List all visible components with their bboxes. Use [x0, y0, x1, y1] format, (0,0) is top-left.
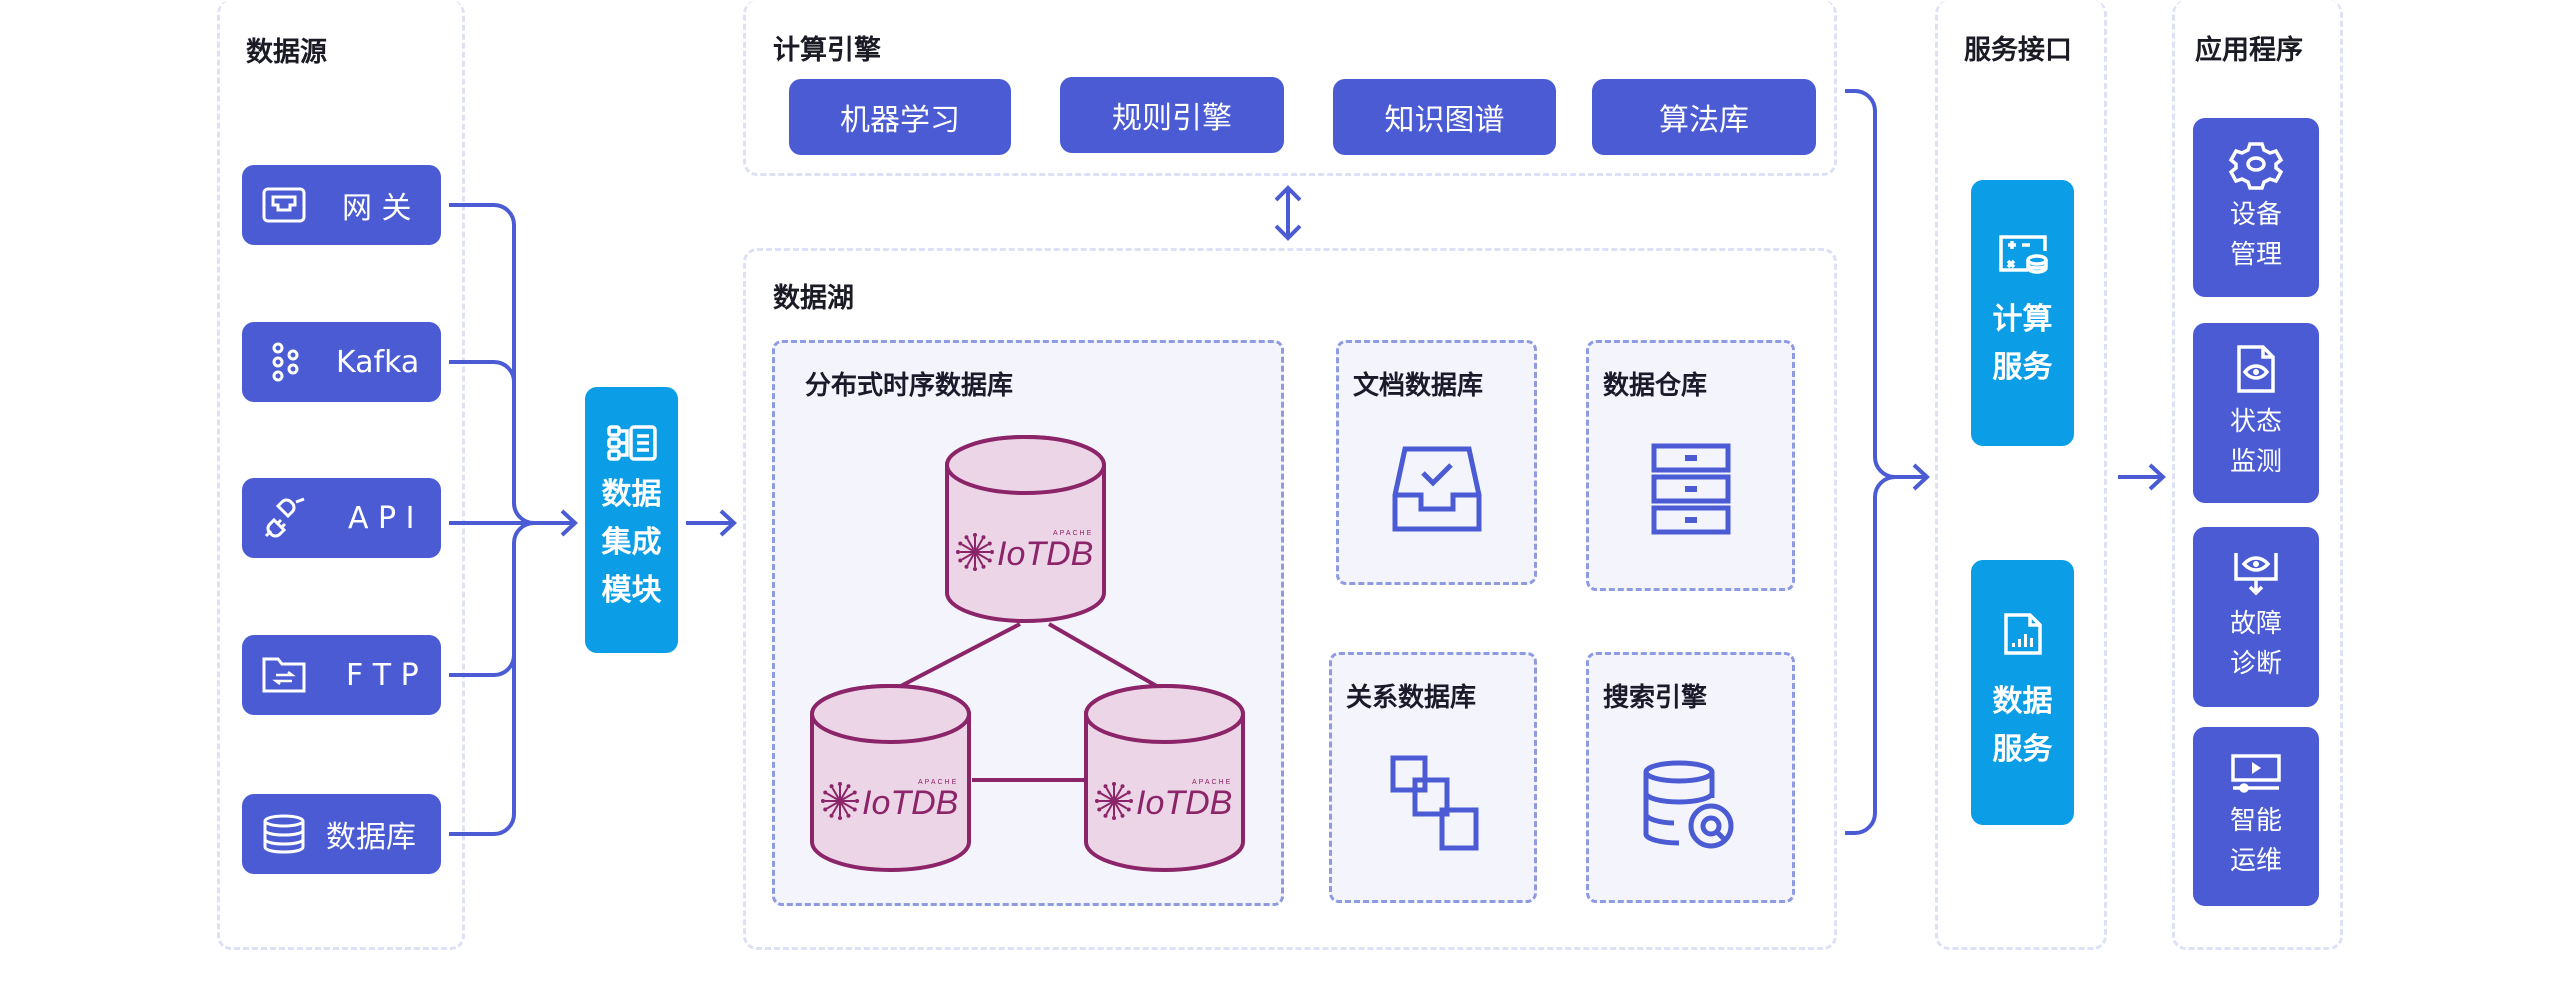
service-data[interactable]: 数据 服务 [1971, 560, 2074, 825]
app-label-1: 智能 [2229, 805, 2282, 836]
app-label-1: 故障 [2229, 609, 2282, 639]
iotdb-logo-icon [821, 782, 859, 820]
app-device-management[interactable]: 设备 管理 [2193, 118, 2319, 297]
source-label: 网 关 [342, 191, 412, 226]
iotdb-logo-icon [956, 533, 994, 571]
data-source-panel: 数据源 [217, 0, 465, 950]
folder-transfer-icon [262, 657, 306, 693]
iotdb-logo-text: IoTDB [997, 535, 1093, 573]
service-label-1: 计算 [1992, 302, 2053, 337]
data-lake-panel: 数据湖 [743, 248, 1837, 950]
applications-panel: 应用程序 [2172, 0, 2343, 950]
source-label: Kafka [336, 344, 420, 380]
service-compute[interactable]: 计算 服务 [1971, 180, 2074, 446]
service-interface-panel: 服务接口 [1935, 0, 2107, 950]
integration-icon [606, 425, 657, 461]
source-gateway[interactable]: 网 关 [242, 165, 441, 245]
store-data-warehouse[interactable]: 数据仓库 [1586, 340, 1795, 591]
app-label-2: 运维 [2229, 845, 2282, 876]
eye-download-icon [2234, 553, 2278, 596]
inbox-check-icon [1392, 446, 1482, 532]
integration-label-1: 数据 [601, 477, 662, 512]
database-search-icon [1643, 760, 1734, 849]
app-status-monitoring[interactable]: 状态 监测 [2193, 323, 2319, 503]
app-smart-operations[interactable]: 智能 运维 [2193, 727, 2319, 906]
report-icon [2003, 612, 2042, 655]
store-title: 数据仓库 [1603, 371, 1708, 401]
database-icon [263, 814, 305, 854]
store-title: 搜索引擎 [1603, 683, 1708, 713]
source-kafka[interactable]: Kafka [242, 322, 441, 402]
integration-label-3: 模块 [601, 573, 662, 608]
panel-title: 数据源 [246, 37, 327, 68]
file-eye-icon [2237, 345, 2275, 393]
compute-knowledge-graph[interactable]: 知识图谱 [1333, 79, 1556, 155]
relation-icon [1390, 755, 1479, 851]
iotdb-logo-apache: APACHE [918, 779, 958, 786]
integration-module[interactable]: 数据 集成 模块 [585, 387, 678, 653]
app-label-1: 设备 [2229, 199, 2282, 230]
compute-machine-learning[interactable]: 机器学习 [789, 79, 1011, 155]
source-label: F T P [346, 657, 419, 693]
source-ftp[interactable]: F T P [242, 635, 441, 715]
iotdb-logo-icon [1095, 782, 1133, 820]
app-label-1: 状态 [2229, 407, 2282, 437]
integration-label-2: 集成 [601, 525, 662, 560]
store-title: 文档数据库 [1353, 371, 1484, 401]
panel-title: 应用程序 [2195, 35, 2303, 66]
source-database[interactable]: 数据库 [242, 794, 441, 874]
source-api[interactable]: A P I [242, 478, 441, 558]
store-search-engine[interactable]: 搜索引擎 [1586, 652, 1795, 903]
store-document-db[interactable]: 文档数据库 [1336, 340, 1537, 585]
iotdb-logo-text: IoTDB [862, 784, 958, 822]
kafka-icon [272, 342, 299, 382]
calculator-icon [1998, 235, 2048, 274]
plug-icon [264, 497, 305, 538]
service-label-1: 数据 [1992, 683, 2053, 719]
compute-rule-engine[interactable]: 规则引擎 [1060, 77, 1284, 153]
tsdb-title: 分布式时序数据库 [805, 371, 1014, 401]
source-label: 数据库 [326, 820, 416, 855]
app-label-2: 监测 [2229, 447, 2282, 477]
service-label-2: 服务 [1992, 350, 2053, 385]
cabinet-icon [1651, 443, 1731, 535]
compute-engine-panel: 计算引擎 [743, 0, 1837, 176]
panel-title: 数据湖 [773, 283, 854, 314]
iotdb-logo-apache: APACHE [1053, 530, 1093, 537]
gateway-icon [262, 187, 306, 223]
service-label-2: 服务 [1992, 731, 2053, 767]
app-fault-diagnosis[interactable]: 故障 诊断 [2193, 527, 2319, 707]
panel-title: 计算引擎 [773, 35, 881, 66]
cluster-link [896, 622, 1161, 690]
iotdb-logo-text: IoTDB [1136, 784, 1232, 822]
app-label-2: 管理 [2229, 239, 2282, 270]
iotdb-logo-apache: APACHE [1192, 779, 1232, 786]
compute-algorithm-library[interactable]: 算法库 [1592, 79, 1816, 155]
gear-icon [2228, 141, 2284, 190]
store-relational-db[interactable]: 关系数据库 [1329, 652, 1537, 903]
store-title: 关系数据库 [1346, 683, 1477, 713]
video-player-icon [2231, 753, 2281, 793]
panel-title: 服务接口 [1964, 35, 2072, 66]
source-label: A P I [348, 500, 415, 536]
app-label-2: 诊断 [2229, 649, 2282, 679]
